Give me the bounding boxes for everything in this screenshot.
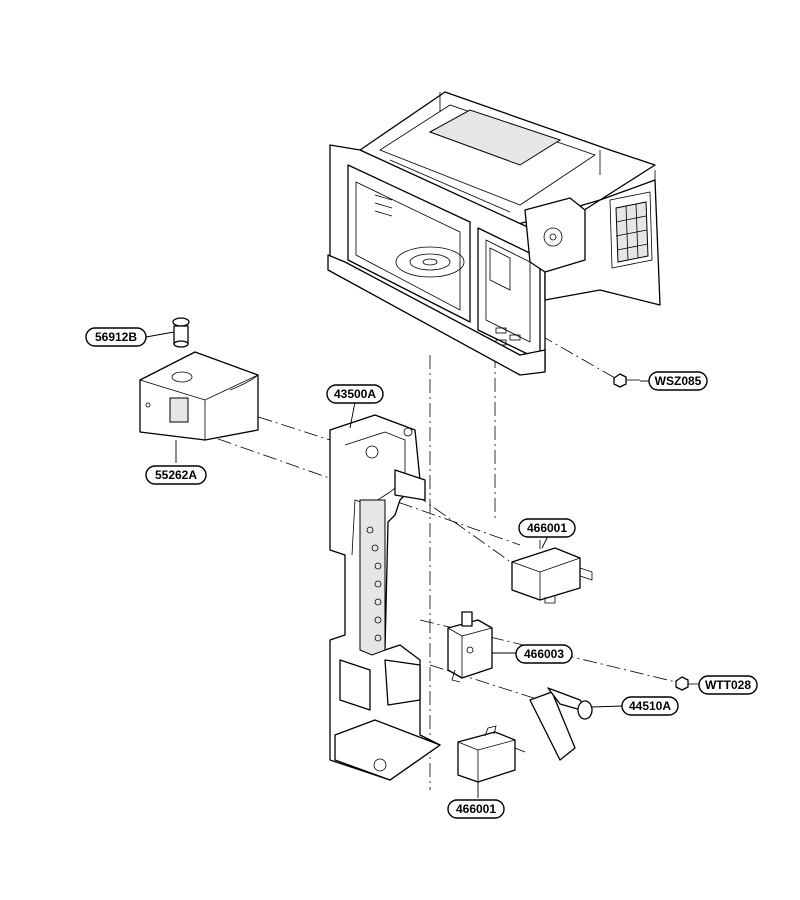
callout-56912B: 56912B: [85, 327, 147, 347]
callout-55262A: 55262A: [145, 465, 207, 485]
callout-WTT028: WTT028: [698, 675, 758, 695]
part-motor-cover-55262A: [139, 351, 259, 441]
callout-466001-top-text: 466001: [527, 521, 567, 535]
callout-55262A-text: 55262A: [155, 468, 197, 482]
microwave-cavity-assembly: [327, 91, 661, 376]
callout-43500A-text: 43500A: [334, 387, 376, 401]
callout-56912B-text: 56912B: [95, 330, 137, 344]
callout-466001-top: 466001: [518, 518, 576, 538]
part-screw-WTT028: [675, 676, 698, 691]
part-switch-466001-top: [511, 540, 593, 604]
callout-44510A: 44510A: [621, 696, 679, 716]
callout-43500A: 43500A: [326, 384, 384, 404]
part-screw-WSZ085: [613, 373, 640, 388]
callout-WSZ085-text: WSZ085: [655, 374, 702, 388]
part-latch-board-43500A: [329, 414, 441, 781]
callout-WTT028-text: WTT028: [705, 678, 751, 692]
part-switch-466003: [447, 611, 493, 683]
callout-466001-bottom: 466001: [447, 799, 505, 819]
part-lever-44510A: [529, 687, 593, 761]
callout-44510A-text: 44510A: [629, 699, 671, 713]
part-switch-466001-bottom: [457, 725, 526, 783]
callout-WSZ085: WSZ085: [648, 371, 708, 391]
callout-466003: 466003: [515, 644, 573, 664]
callout-466001-bottom-text: 466001: [456, 802, 496, 816]
callout-466003-text: 466003: [524, 647, 564, 661]
part-coupler-56912B: [172, 317, 190, 348]
